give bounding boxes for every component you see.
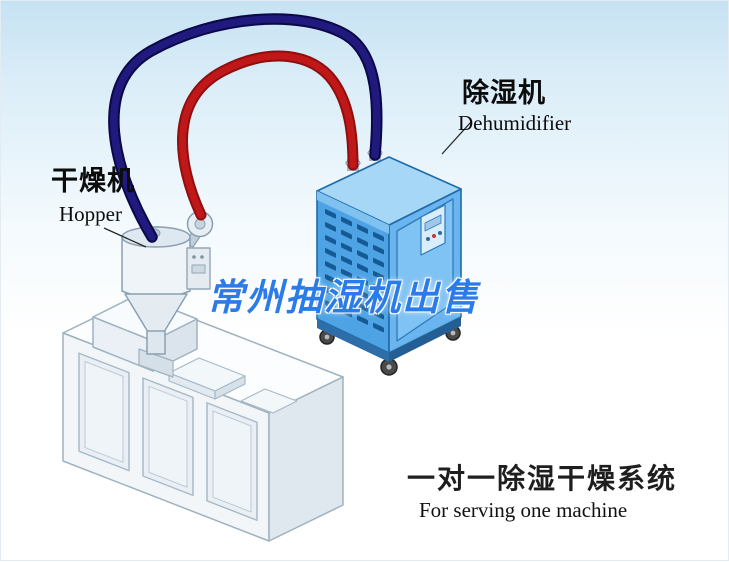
- hopper-label-zh: 干燥机: [51, 166, 135, 196]
- dehumidifier-unit: [316, 149, 462, 376]
- dehumidifier-label-zh: 除湿机: [462, 78, 546, 108]
- hopper-pointer-line: [103, 227, 147, 248]
- caption-subtitle: For serving one machine: [419, 498, 628, 522]
- red-hose: [179, 52, 357, 219]
- caption-title: 一对一除湿干燥系统: [407, 463, 678, 494]
- drying-hopper: [121, 210, 214, 355]
- extruder-machine: [62, 294, 344, 542]
- navy-hose: [110, 15, 381, 241]
- watermark-text: 常州抽湿机出售: [207, 277, 480, 318]
- dehumidifier-pointer-line: [441, 121, 472, 155]
- hopper-label-en: Hopper: [59, 202, 122, 226]
- dehumidifier-label-en: Dehumidifier: [458, 111, 572, 135]
